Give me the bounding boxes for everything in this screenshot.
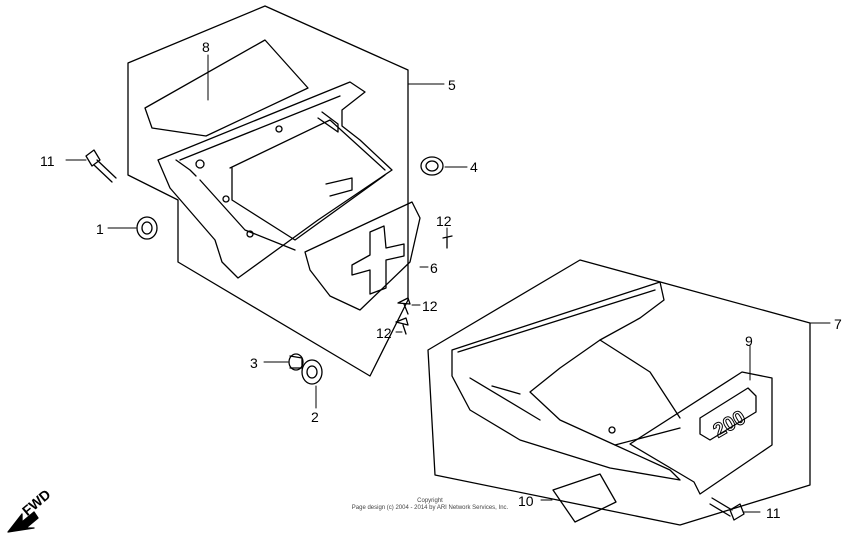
emblem-decal-part-9: [629, 371, 773, 495]
side-cover-frame-part-5: [157, 81, 393, 279]
grommet-part-4: [420, 156, 444, 176]
bolt-part-11-top: [85, 149, 117, 183]
copyright-line-2: Page design (c) 2004 - 2014 by ARI Netwo…: [351, 505, 509, 511]
callout-6: 6: [430, 260, 438, 276]
callout-11-top: 11: [40, 153, 55, 169]
callout-12-c: 12: [376, 325, 392, 341]
callout-1: 1: [96, 221, 104, 237]
callout-7: 7: [834, 316, 842, 332]
callout-9: 9: [745, 333, 753, 349]
inner-plate-part-6: [304, 201, 421, 311]
callout-11-bottom: 11: [766, 505, 781, 521]
emblem-badge: [699, 387, 757, 441]
screw-part-12-a: [442, 235, 453, 249]
grommet-part-1: [136, 216, 158, 240]
callout-5: 5: [448, 77, 456, 93]
lower-group-outline: [427, 259, 811, 526]
grommet-part-2: [301, 359, 323, 385]
pad-part-8: [144, 39, 309, 137]
callout-2: 2: [311, 409, 319, 425]
screw-part-12-c: [395, 317, 409, 335]
side-cover-part-7: [451, 281, 681, 481]
callout-4: 4: [470, 159, 478, 175]
callout-12-b: 12: [422, 298, 438, 314]
bolt-part-11-bottom: [709, 497, 745, 521]
copyright-line-1: Copyright: [417, 498, 443, 504]
collar-part-3: [288, 353, 304, 371]
callout-12-a: 12: [436, 213, 452, 229]
callout-10: 10: [518, 493, 534, 509]
callout-3: 3: [250, 355, 258, 371]
decal-part-10: [552, 473, 617, 523]
forward-arrow-icon: [7, 511, 39, 533]
fwd-label: FWD: [19, 486, 54, 519]
upper-group-outline: [127, 5, 409, 377]
screw-part-12-b: [397, 297, 411, 315]
leader-lines: [65, 54, 831, 513]
callout-8: 8: [202, 39, 210, 55]
copyright-notice: Copyright Page design (c) 2004 - 2014 by…: [320, 498, 540, 512]
